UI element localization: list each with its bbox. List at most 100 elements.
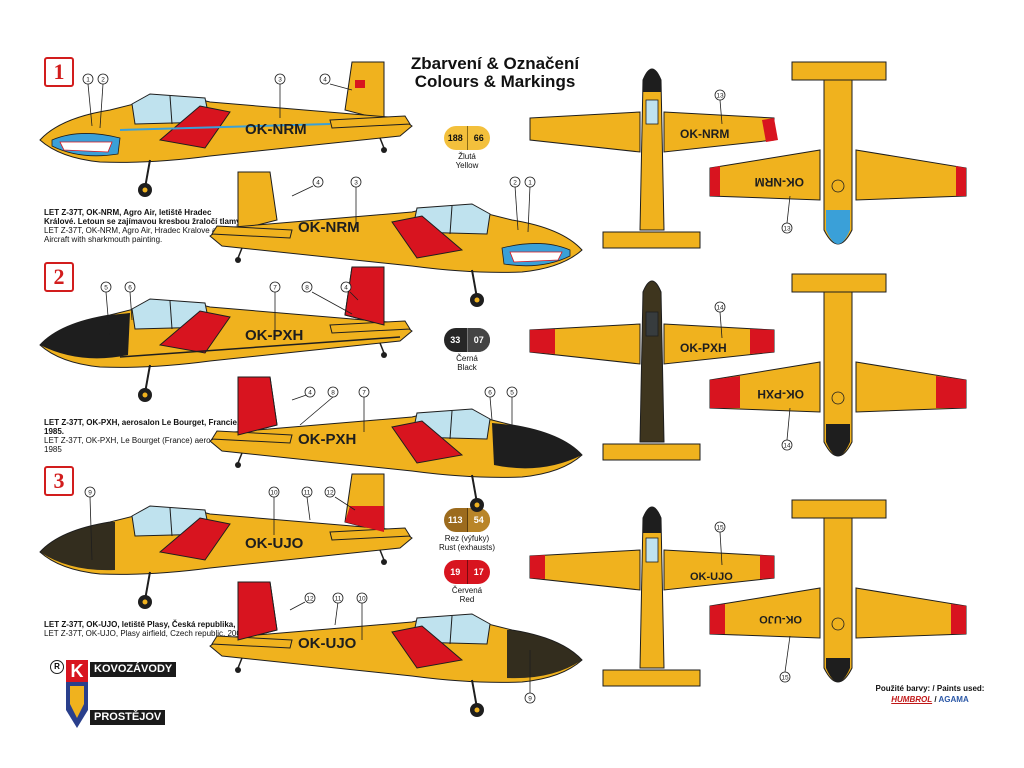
registration-ok-ujo: OK-UJO (245, 535, 304, 552)
scheme-3-top-view: OK-UJO (529, 506, 775, 687)
scheme-number-2: 2 (44, 262, 74, 292)
caption-1-czech: LET Z-37T, OK-NRM, Agro Air, letiště Hra… (44, 208, 243, 226)
swatch-code: 17 (473, 567, 484, 577)
swatch-label-cz: Rez (výfuky) (444, 534, 490, 543)
title-english: Colours & Markings (414, 72, 576, 91)
callout-label: 6 (488, 390, 492, 397)
callouts (82, 73, 793, 704)
caption-scheme-1: LET Z-37T, OK-NRM, Agro Air, letiště Hra… (44, 208, 244, 244)
registered-mark: R (50, 660, 64, 674)
swatch-chip: 188 66 (444, 126, 490, 150)
registration-top-2: OK-PXH (680, 341, 727, 355)
swatch-code: 66 (473, 133, 484, 143)
title-czech: Zbarvení & Označení (410, 54, 580, 73)
caption-2-czech: LET Z-37T, OK-PXH, aerosalon Le Bourget,… (44, 418, 240, 436)
swatch-code: 07 (467, 328, 490, 352)
callout-label: 4 (344, 285, 348, 292)
caption-1-english: LET Z-37T, OK-NRM, Agro Air, Hradec Kral… (44, 226, 237, 244)
registration-bottom-3: OK-UJO (759, 613, 802, 625)
registration-bottom-1: OK-NRM (755, 175, 804, 189)
swatch-code: 33 (444, 328, 468, 352)
scheme-2-top-view: OK-PXH (529, 280, 775, 461)
registration-ok-nrm-right: OK-NRM (298, 219, 360, 236)
swatch-red: 19 17 Červená Red (437, 560, 497, 604)
swatch-code: 113 (444, 508, 468, 532)
callout-label: 3 (278, 77, 282, 84)
callout-label: 14 (783, 443, 791, 450)
callout-label: 3 (354, 180, 358, 187)
swatch-chip: 19 17 (444, 560, 490, 584)
swatch-black: 33 07 Černá Black (437, 328, 497, 372)
callout-label: 9 (528, 696, 532, 703)
scheme-1-side-right (209, 171, 583, 308)
scheme-3-side-left (39, 473, 413, 610)
swatch-chip: 113 54 (444, 508, 490, 532)
callout-label: 10 (270, 490, 278, 497)
agama-brand: AGAMA (938, 695, 969, 704)
callout-numbers: 1 2 3 4 4 3 2 1 13 13 5 6 7 8 4 4 8 7 6 … (86, 77, 791, 703)
swatch-label-cz: Červená (451, 586, 483, 595)
logo-shield-icon (66, 682, 88, 728)
caption-3-english: LET Z-37T, OK-UJO, Plasy airfield, Czech… (44, 629, 248, 638)
caption-3-czech: LET Z-37T, OK-UJO, letiště Plasy, Česká … (44, 620, 258, 629)
scheme-1-top-view: OK-NRM (529, 68, 778, 249)
page-title: Zbarvení & Označení Colours & Markings (380, 55, 610, 91)
callout-label: 1 (86, 77, 90, 84)
callout-label: 14 (716, 305, 724, 312)
kovozavody-logo: R K KOVOZÁVODY PROSTĚJOV (50, 660, 200, 732)
swatch-yellow: 188 66 Žlutá Yellow (437, 126, 497, 170)
callout-label: 4 (316, 180, 320, 187)
scheme-2-side-right (209, 376, 583, 513)
callout-label: 8 (331, 390, 335, 397)
callout-label: 13 (783, 226, 791, 233)
scheme-3-side-right (209, 581, 583, 718)
callout-label: 15 (781, 675, 789, 682)
callout-label: 6 (128, 285, 132, 292)
logo-line-1: KOVOZÁVODY (90, 662, 177, 677)
registration-ok-pxh: OK-PXH (245, 327, 303, 344)
scheme-2-bottom-view: OK-PXH (709, 273, 967, 457)
swatch-chip: 33 07 (444, 328, 490, 352)
scheme-1-bottom-view: OK-NRM (709, 61, 967, 245)
callout-label: 9 (88, 490, 92, 497)
swatch-label-cz: Žlutá (458, 152, 476, 161)
swatch-code: 54 (467, 508, 490, 532)
registration-bottom-2: OK-PXH (757, 387, 804, 401)
registration-top-3: OK-UJO (690, 571, 733, 583)
callout-label: 7 (273, 285, 277, 292)
paints-used: Použité barvy: / Paints used: HUMBROL / … (875, 684, 985, 704)
callout-label: 2 (513, 180, 517, 187)
callout-label: 4 (308, 390, 312, 397)
callout-label: 12 (306, 596, 314, 603)
registration-ok-pxh-right: OK-PXH (298, 431, 356, 448)
paints-brands: HUMBROL / AGAMA (891, 695, 969, 704)
swatch-code: 188 (444, 126, 468, 150)
callout-label: 5 (104, 285, 108, 292)
paints-label: Použité barvy: / Paints used: (875, 684, 985, 693)
swatch-rust: 113 54 Rez (výfuky) Rust (exhausts) (427, 508, 507, 552)
logo-k-mark: K (66, 660, 88, 682)
caption-scheme-3: LET Z-37T, OK-UJO, letiště Plasy, Česká … (44, 620, 264, 638)
registration-ok-nrm: OK-NRM (245, 121, 307, 138)
callout-label: 7 (362, 390, 366, 397)
callout-label: 10 (358, 596, 366, 603)
scheme-number-1: 1 (44, 57, 74, 87)
swatch-label-en: Red (459, 595, 475, 604)
callout-label: 15 (716, 525, 724, 532)
callout-label: 11 (335, 596, 342, 603)
scheme-1-side-left: OK-NRM (39, 61, 413, 198)
swatch-code: 19 (444, 560, 468, 584)
scheme-number-3: 3 (44, 466, 74, 496)
callout-label: 4 (323, 77, 327, 84)
registration-top-1: OK-NRM (680, 127, 729, 141)
swatch-label-en: Rust (exhausts) (438, 543, 496, 552)
swatch-label-en: Black (457, 363, 477, 372)
callout-label: 2 (101, 77, 105, 84)
callout-label: 13 (716, 93, 724, 100)
callout-label: 11 (304, 490, 311, 497)
callout-label: 12 (326, 490, 334, 497)
callout-label: 1 (528, 180, 532, 187)
logo-line-2: PROSTĚJOV (90, 710, 166, 725)
scheme-3-bottom-view: OK-UJO (709, 499, 967, 683)
